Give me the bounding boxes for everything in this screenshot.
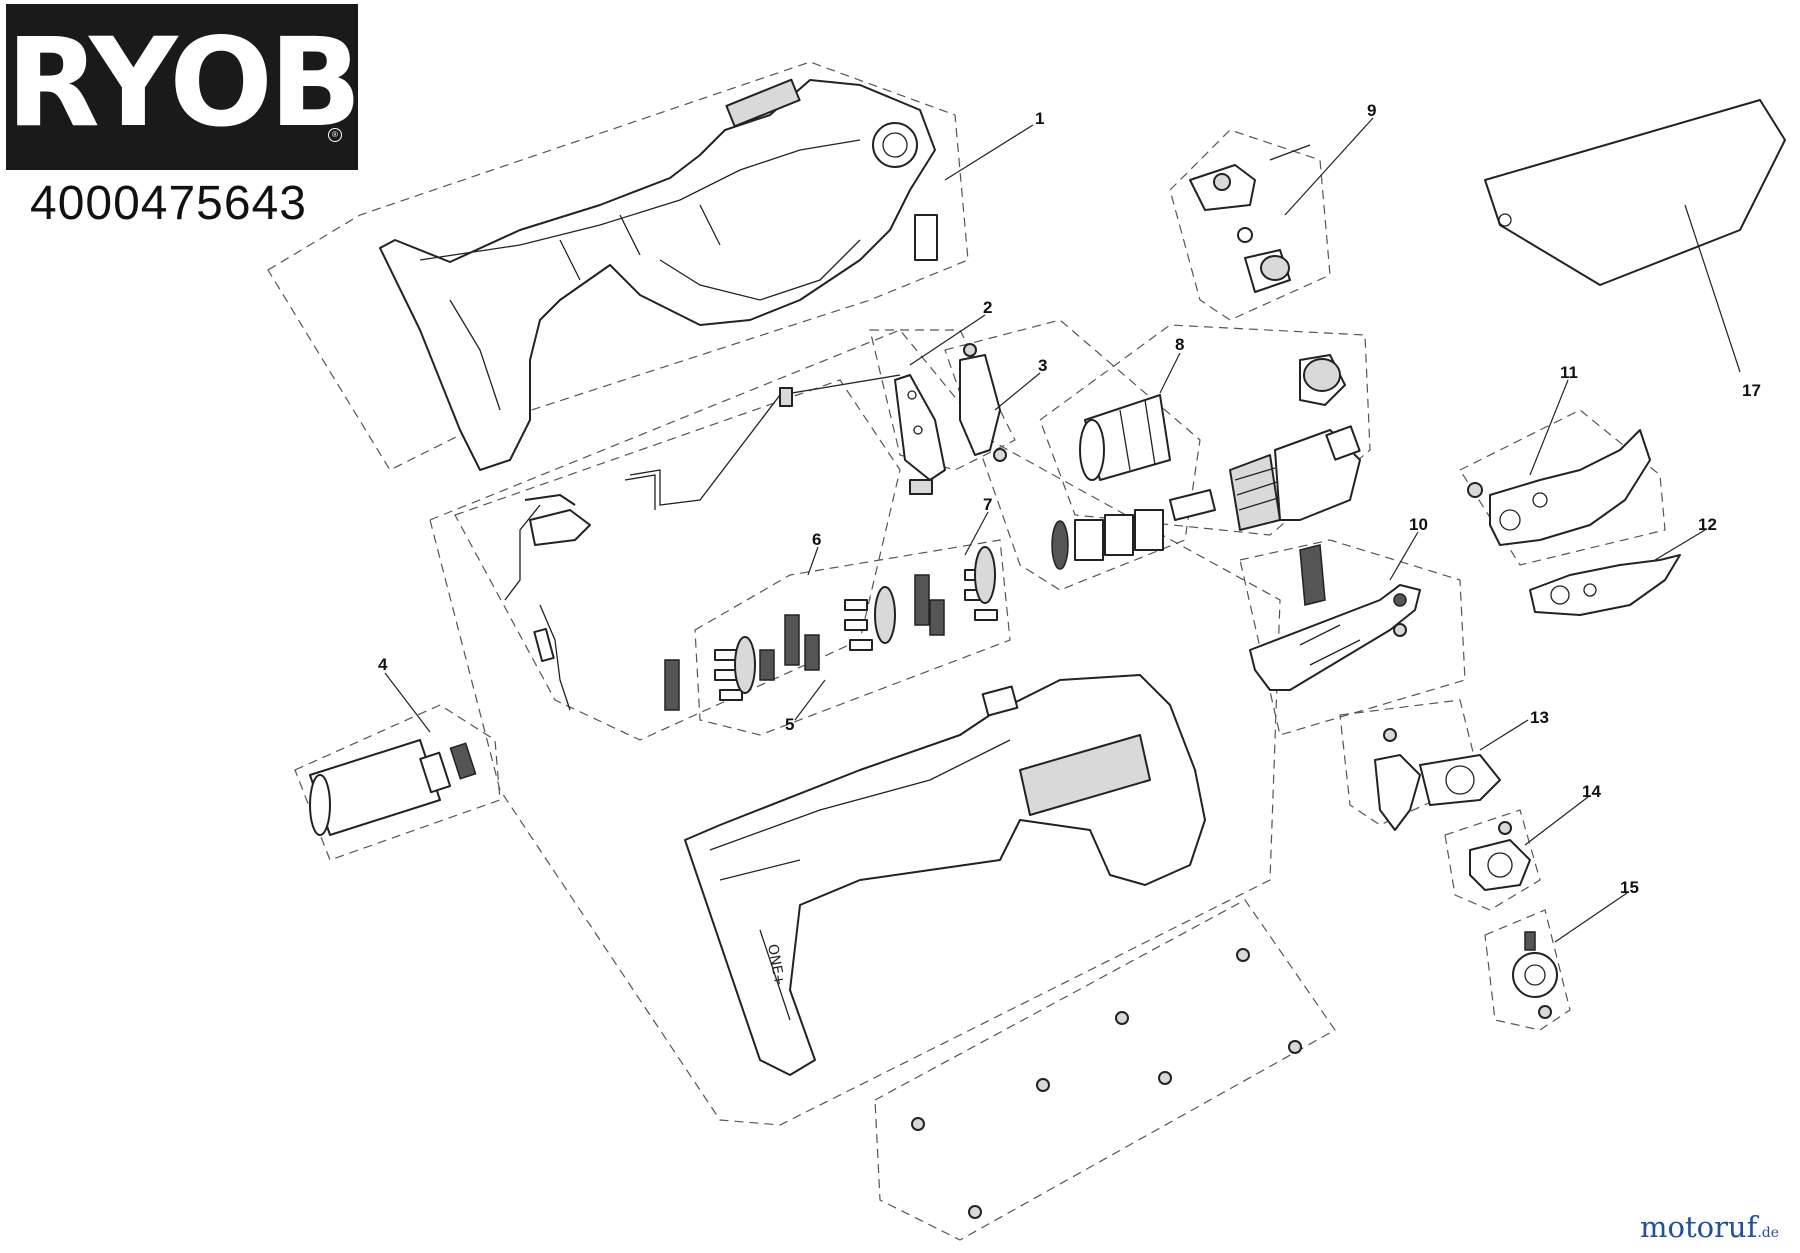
part-15-pivot-nut [1512, 931, 1558, 1019]
callout-14: 14 [1582, 782, 1601, 801]
part-8-gearbox [1051, 354, 1361, 570]
part-12-cutting-blade [1529, 554, 1681, 616]
watermark-name: motoruf [1640, 1210, 1758, 1244]
motoruf-watermark: motoruf.de [1640, 1210, 1779, 1244]
callout-8: 8 [1175, 335, 1184, 354]
part-1-upper-housing [379, 78, 938, 471]
lower-housing: ONE+ [684, 674, 1206, 1076]
svg-text:ONE+: ONE+ [764, 943, 787, 987]
part-13-blade-holder [1374, 728, 1501, 831]
part-17-label-sheet [1484, 99, 1786, 286]
callout-13: 13 [1530, 708, 1549, 727]
callout-4: 4 [378, 655, 388, 674]
part-9-small-parts [1189, 144, 1311, 293]
callout-6: 6 [812, 530, 821, 549]
callout-15: 15 [1620, 878, 1639, 897]
parts-5-6-7-gear-stages [664, 546, 998, 711]
ryobi-logo: RYOBI ® [6, 4, 403, 170]
registered-mark: ® [328, 128, 342, 142]
callout-11: 11 [1560, 363, 1578, 382]
screws [911, 948, 1302, 1219]
part-4-motor [309, 739, 477, 836]
callout-5: 5 [785, 715, 794, 734]
callout-17: 17 [1742, 381, 1761, 400]
group-outlines [267, 61, 1666, 1241]
part-2-switch-wiring [504, 374, 946, 711]
callout-3: 3 [1038, 356, 1047, 375]
callout-10: 10 [1409, 515, 1428, 534]
watermark-suffix: .de [1757, 1225, 1780, 1241]
callout-12: 12 [1698, 515, 1717, 534]
part-11-hook-blade [1467, 429, 1651, 546]
part-number: 4000475643 [30, 177, 307, 230]
logo-text: RYOBI [6, 12, 403, 154]
callout-7: 7 [983, 495, 992, 514]
part-10-trigger [1249, 544, 1421, 691]
part-3-bracket [959, 343, 1007, 462]
callout-9: 9 [1367, 101, 1376, 120]
part-14-cam-washer [1469, 821, 1531, 891]
callout-2: 2 [983, 298, 992, 317]
callouts: 1 2 3 4 5 6 7 8 9 10 11 12 13 14 15 17 [378, 101, 1761, 943]
callout-1: 1 [1035, 109, 1044, 128]
